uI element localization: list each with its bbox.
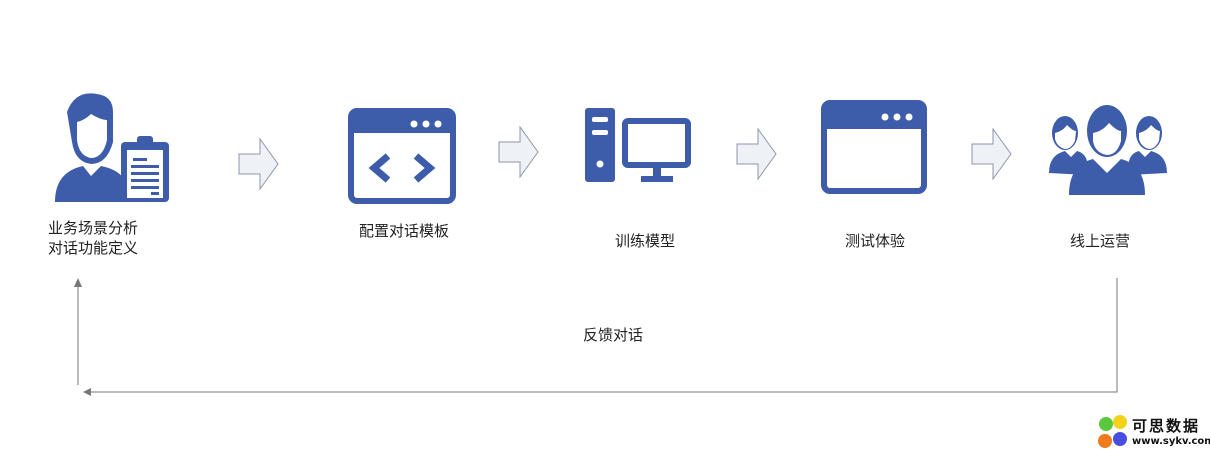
watermark-name: 可思数据 [1132, 417, 1201, 435]
label-line: 业务场景分析 [48, 219, 139, 237]
flow-arrow-icon [498, 125, 539, 179]
feedback-label: 反馈对话 [582, 326, 644, 344]
step-label-operate: 线上运营 [1069, 232, 1131, 250]
flow-arrow-icon [736, 127, 777, 181]
computer-icon [585, 108, 691, 182]
label-line: 对话功能定义 [48, 239, 139, 257]
person-clipboard-icon [55, 93, 169, 202]
step-label-train: 训练模型 [614, 232, 676, 250]
flow-arrow-icon [971, 127, 1012, 181]
browser-window-icon [821, 100, 927, 194]
code-window-icon [348, 108, 456, 204]
flow-arrow-icon [238, 137, 279, 191]
step-label-analysis: 业务场景分析 对话功能定义 [48, 218, 138, 258]
watermark-logo: 可思数据 www.sykv.com [1096, 414, 1210, 452]
step-label-test: 测试体验 [844, 232, 906, 250]
watermark-url: www.sykv.com [1132, 436, 1210, 447]
step-label-configure: 配置对话模板 [358, 222, 450, 240]
user-group-icon [1049, 105, 1167, 195]
